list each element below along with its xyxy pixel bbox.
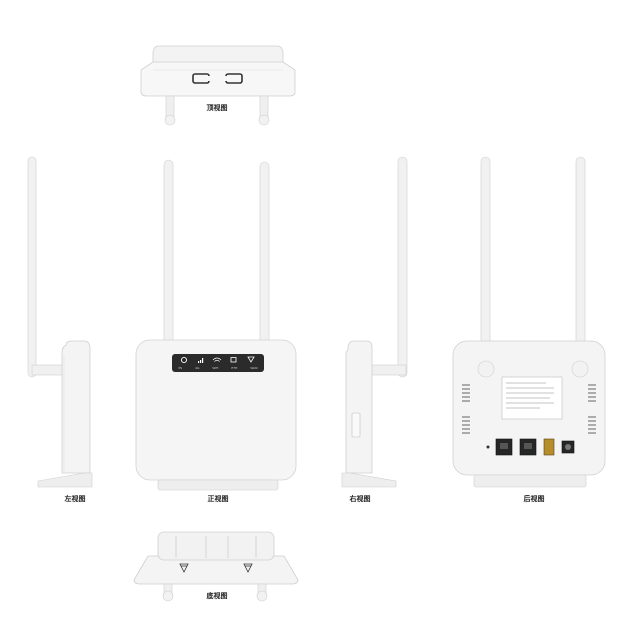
screw-icon	[243, 563, 253, 573]
led-label: PS	[178, 366, 183, 370]
wan-led-icon	[247, 356, 255, 363]
led-panel	[172, 354, 264, 372]
router-top-view	[133, 40, 303, 130]
router-front-view: PS 4G WiFi ETH WAN	[130, 158, 300, 494]
led-labels: PS 4G WiFi ETH WAN	[172, 366, 264, 370]
power-led-icon	[180, 356, 188, 364]
usb-port	[543, 438, 555, 456]
router-right-view	[341, 155, 414, 495]
wifi-led-icon	[212, 357, 222, 362]
bottom-view-label: 底视图	[206, 592, 228, 600]
left-view-label: 左视图	[64, 495, 86, 503]
screw-icon	[179, 563, 189, 573]
led-label: 4G	[195, 366, 200, 370]
slot-icon	[224, 73, 243, 84]
router-left-view	[27, 155, 98, 495]
router-bottom-view	[128, 528, 304, 604]
led-label: WAN	[250, 366, 258, 370]
eth-led-icon	[230, 357, 237, 363]
top-view-label: 顶视图	[206, 104, 228, 112]
led-label: ETH	[231, 366, 238, 370]
right-view-label: 右视图	[349, 495, 371, 503]
led-label: WiFi	[212, 366, 219, 370]
slot-icon	[192, 73, 211, 84]
signal-led-icon	[198, 358, 204, 363]
front-view-label: 正视图	[207, 495, 229, 503]
router-back-view	[450, 155, 610, 495]
back-view-label: 后视图	[523, 495, 545, 503]
